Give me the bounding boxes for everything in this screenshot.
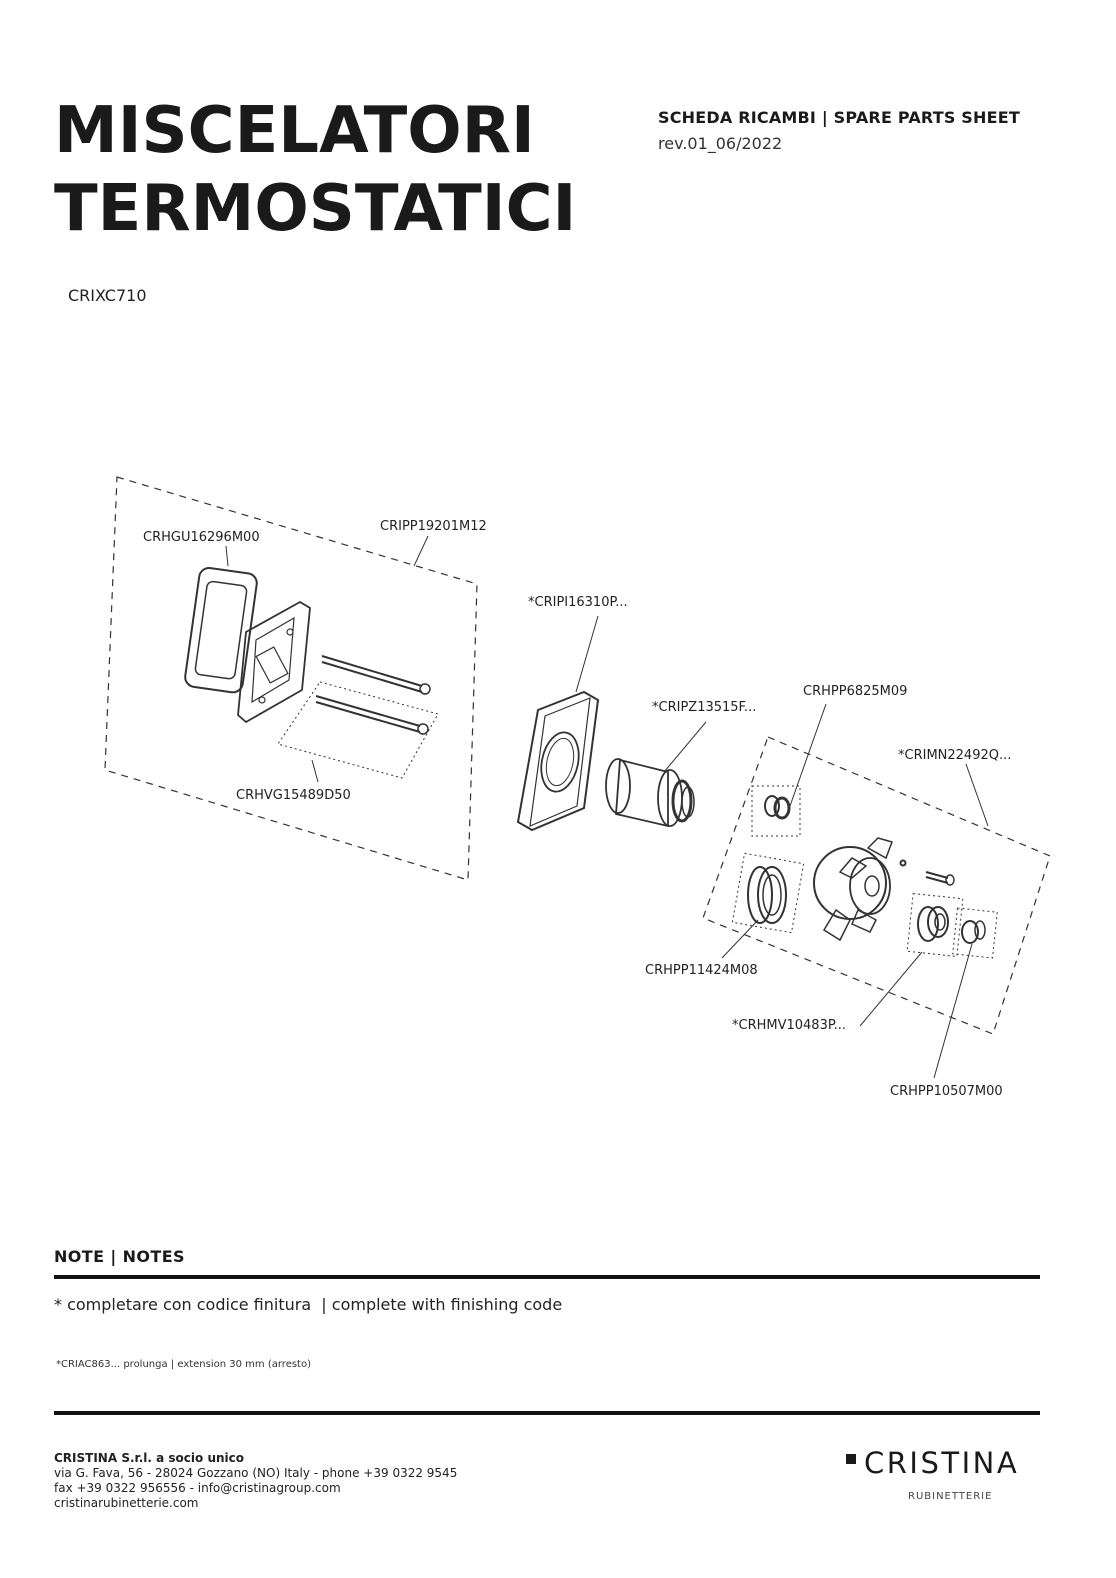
part-label: CRHPP10507M00 <box>890 1084 1003 1099</box>
leader-line-4 <box>311 759 319 783</box>
valve-adapter-part <box>906 892 964 958</box>
part-label: CRIPP19201M12 <box>380 519 487 534</box>
company-website[interactable]: cristinarubinetterie.com <box>54 1496 199 1510</box>
cap-part <box>952 907 998 959</box>
logo-square-icon <box>846 1454 856 1464</box>
sleeve-part <box>605 758 695 828</box>
part-label: *CRIPI16310P... <box>528 595 628 610</box>
leader-line-10 <box>933 943 973 1079</box>
grub-screw-part <box>925 871 955 886</box>
long-screw-top <box>321 655 431 695</box>
leader-line-1 <box>225 545 229 567</box>
part-label: *CRIPZ13515F... <box>652 700 756 715</box>
group-outline-plate-kit <box>104 476 478 881</box>
leader-line-7 <box>965 763 989 827</box>
leader-line-9 <box>859 951 923 1027</box>
leader-line-3 <box>575 615 599 693</box>
title-line-2: TERMOSTATICI <box>54 172 577 246</box>
company-address: via G. Fava, 56 - 28024 Gozzano (NO) Ita… <box>54 1466 458 1480</box>
part-label: *CRHMV10483P... <box>732 1018 846 1033</box>
ring-nut-part <box>731 852 805 934</box>
leader-line-8 <box>721 919 759 959</box>
sheet-title: SCHEDA RICAMBI | SPARE PARTS SHEET <box>658 108 1020 127</box>
notes-title: NOTE | NOTES <box>54 1247 185 1266</box>
note-finishing-code: * completare con codice finitura | compl… <box>54 1295 563 1314</box>
mixer-body-part <box>813 837 907 942</box>
company-contact: fax +39 0322 956556 - info@cristinagroup… <box>54 1481 341 1495</box>
leader-line-2 <box>413 535 429 567</box>
page-title: MISCELATORI TERMOSTATICI <box>54 92 576 248</box>
notes-divider-top <box>54 1275 1040 1279</box>
model-code: CRIXC710 <box>68 286 147 305</box>
mounting-plate-part <box>237 600 311 724</box>
long-screw-bottom <box>315 695 429 735</box>
brand-logo-subtitle: RUBINETTERIE <box>908 1491 993 1502</box>
part-label: CRHGU16296M00 <box>143 530 260 545</box>
cover-plate-part <box>516 690 600 832</box>
note-extension: *CRIAC863... prolunga | extension 30 mm … <box>56 1359 311 1370</box>
part-label: CRHPP6825M09 <box>803 684 907 699</box>
gasket-frame-part <box>184 566 258 694</box>
screw-kit-dotted-outline <box>277 681 439 779</box>
company-info: CRISTINA S.r.l. a socio unico via G. Fav… <box>54 1451 457 1511</box>
part-label: CRHPP11424M08 <box>645 963 758 978</box>
notes-divider-bottom <box>54 1411 1040 1415</box>
small-nut-part <box>751 785 801 837</box>
part-label: *CRIMN22492Q... <box>898 748 1011 763</box>
revision-label: rev.01_06/2022 <box>658 134 783 153</box>
part-label: CRHVG15489D50 <box>236 788 351 803</box>
leader-line-5 <box>663 721 707 773</box>
group-outline-cartridge-kit <box>702 736 1051 1035</box>
brand-logo: CRISTINA <box>864 1446 1020 1480</box>
company-name: CRISTINA S.r.l. a socio unico <box>54 1451 244 1465</box>
title-line-1: MISCELATORI <box>54 94 535 168</box>
leader-line-6 <box>789 703 827 807</box>
